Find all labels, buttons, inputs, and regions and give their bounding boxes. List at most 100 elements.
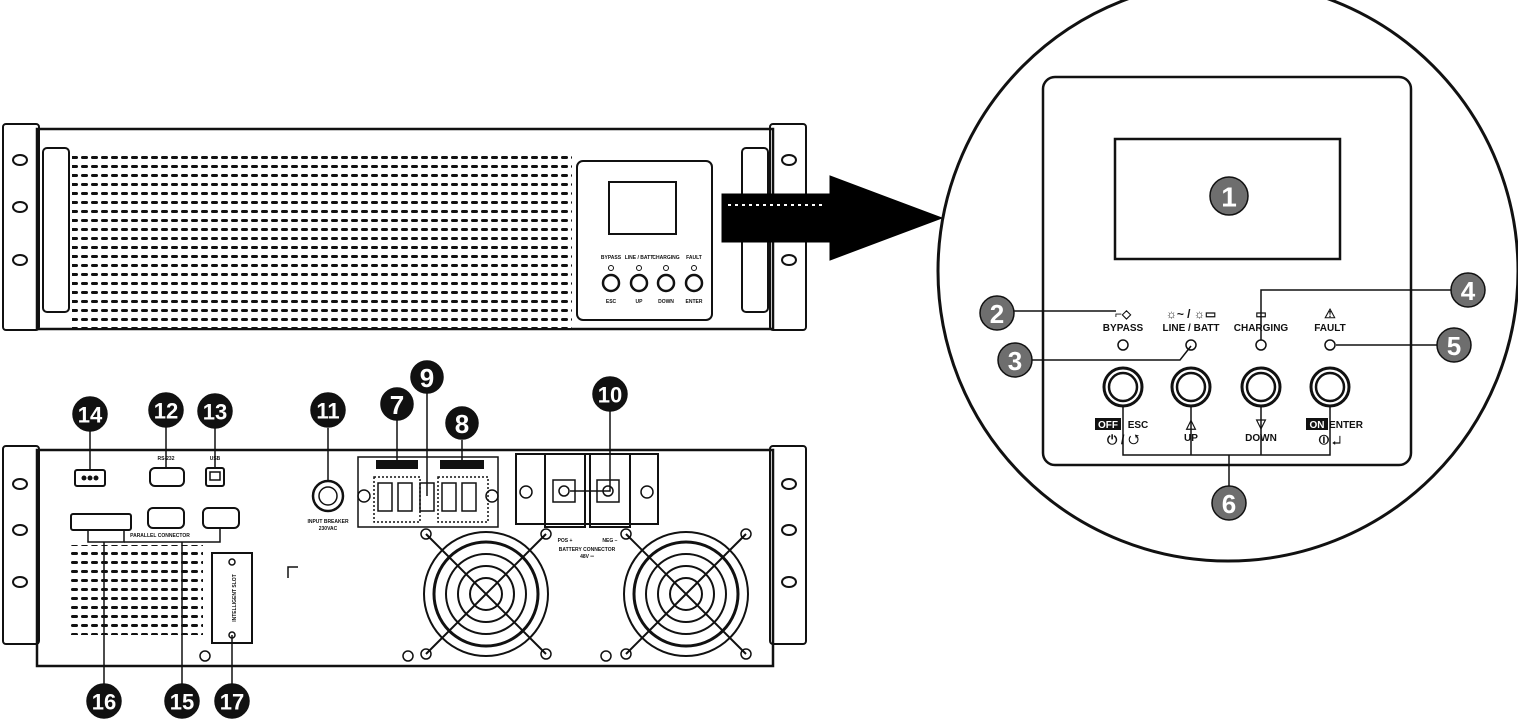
terminal-screw-box — [397, 482, 413, 512]
parallel-connector-label: PARALLEL CONNECTOR — [130, 533, 190, 539]
leader-16 — [87, 530, 125, 543]
callout-15: 15 — [164, 683, 200, 719]
chassis-screw — [199, 650, 211, 662]
callout-6: 6 — [1211, 485, 1247, 521]
button-down[interactable] — [1240, 366, 1282, 408]
callout-13-text: 13 — [203, 400, 227, 425]
ac-output-label-box — [440, 460, 484, 469]
callout-5-badge — [1436, 327, 1472, 363]
rear-ear-hole — [12, 576, 28, 588]
button-esc-outer[interactable] — [1102, 366, 1144, 408]
front-led — [608, 265, 614, 271]
button-esc-inner[interactable] — [1107, 371, 1139, 403]
callout-16-badge — [86, 683, 122, 719]
front-panel: BYPASS LINE / BATT CHARGING FAULT ESC UP… — [2, 123, 807, 331]
zoom-arrow — [721, 175, 944, 261]
front-button-enter[interactable] — [684, 273, 704, 293]
callout-5: 5 — [1436, 327, 1472, 363]
corner-mark — [287, 566, 298, 578]
terminal-screw-box — [377, 482, 393, 512]
button-up[interactable] — [1170, 366, 1212, 408]
usb-port-inner — [209, 471, 221, 481]
button-down-outer[interactable] — [1240, 366, 1282, 408]
callout-7-text: 7 — [390, 390, 404, 420]
battery-voltage-label: 48V ═ — [580, 554, 594, 560]
button-esc[interactable] — [1102, 366, 1144, 408]
fan-right-ring — [645, 553, 727, 635]
fan-left-ring — [423, 531, 549, 657]
front-button-up[interactable] — [629, 273, 649, 293]
fan-right-screw — [740, 648, 752, 660]
callout-4: 4 — [1450, 272, 1486, 308]
front-ear-hole — [12, 254, 28, 266]
off-badge — [1095, 418, 1121, 430]
zoom-panel-frame — [1041, 75, 1413, 467]
callout-2-text: 2 — [990, 299, 1004, 329]
terminal-mount-screw — [485, 489, 499, 503]
zoom-panel: ⌐◇ BYPASS ☼~ / ☼▭ LINE / BATT ▭ CHARGING… — [936, 0, 1518, 563]
callout-1-badge — [1209, 176, 1249, 216]
rear-ear-hole — [12, 478, 28, 490]
fan-left-ring — [457, 565, 515, 623]
callout-12-text: 12 — [154, 399, 178, 424]
chassis-screw — [600, 650, 612, 662]
fan-right-ring — [623, 531, 749, 657]
fan-left-screw — [420, 648, 432, 660]
front-ear-hole — [781, 154, 797, 166]
terminal-mount-screw — [357, 489, 371, 503]
front-leds: BYPASS LINE / BATT CHARGING FAULT — [601, 255, 702, 271]
button-enter[interactable] — [1309, 366, 1351, 408]
rear-rack-ear-left — [2, 445, 40, 645]
callout-7-badge — [380, 387, 414, 421]
button-esc-label: ESC — [1128, 420, 1149, 431]
usb-port — [205, 467, 225, 487]
input-breaker-inner[interactable] — [318, 486, 338, 506]
callout-3: 3 — [997, 342, 1033, 378]
battery-pos-bolt — [558, 485, 570, 497]
callout-4-text: 4 — [1461, 276, 1476, 306]
callout-16: 16 — [86, 683, 122, 719]
front-handle-left — [42, 147, 70, 313]
fan-left-screw — [540, 528, 552, 540]
callout-8: 8 — [445, 406, 479, 440]
fan-left-guard — [425, 533, 547, 655]
fan-right — [620, 528, 752, 660]
callout-16-text: 16 — [92, 690, 116, 715]
button-enter-outer[interactable] — [1309, 366, 1351, 408]
front-led-label: BYPASS — [601, 255, 622, 261]
button-down-inner[interactable] — [1245, 371, 1277, 403]
callout-15-text: 15 — [170, 690, 194, 715]
button-up-outer[interactable] — [1170, 366, 1212, 408]
callout-3-text: 3 — [1008, 346, 1022, 376]
input-breaker-rating: 230VAC — [319, 526, 338, 532]
fan-right-ring — [657, 565, 715, 623]
fan-left-screw — [420, 528, 432, 540]
callout-5-text: 5 — [1447, 331, 1461, 361]
fan-left-hub — [469, 577, 503, 611]
front-ear-hole — [12, 201, 28, 213]
front-button-down[interactable] — [656, 273, 676, 293]
line-batt-icon: ☼~ / ☼▭ — [1166, 307, 1216, 321]
front-button-esc[interactable] — [601, 273, 621, 293]
callout-1-text: 1 — [1221, 182, 1237, 213]
front-led — [636, 265, 642, 271]
callout-14-text: 14 — [78, 403, 103, 428]
callout-3-badge — [997, 342, 1033, 378]
callout-9-badge — [410, 360, 444, 394]
fan-left-ring — [432, 540, 540, 648]
input-breaker[interactable] — [311, 479, 345, 513]
front-led — [691, 265, 697, 271]
callout-6-text: 6 — [1222, 489, 1236, 519]
battery-mount-screw — [519, 485, 533, 499]
battery-mount-screw — [640, 485, 654, 499]
button-up-inner[interactable] — [1175, 371, 1207, 403]
battery-pos-label: POS + — [558, 538, 573, 544]
battery-connector-label: BATTERY CONNECTOR — [559, 547, 616, 553]
callout-10-text: 10 — [598, 383, 622, 408]
button-enter-inner[interactable] — [1314, 371, 1346, 403]
callout-1: 1 — [1209, 176, 1249, 216]
leader-10 — [570, 410, 611, 492]
callout-17: 17 — [214, 683, 250, 719]
callout-17-text: 17 — [220, 690, 244, 715]
